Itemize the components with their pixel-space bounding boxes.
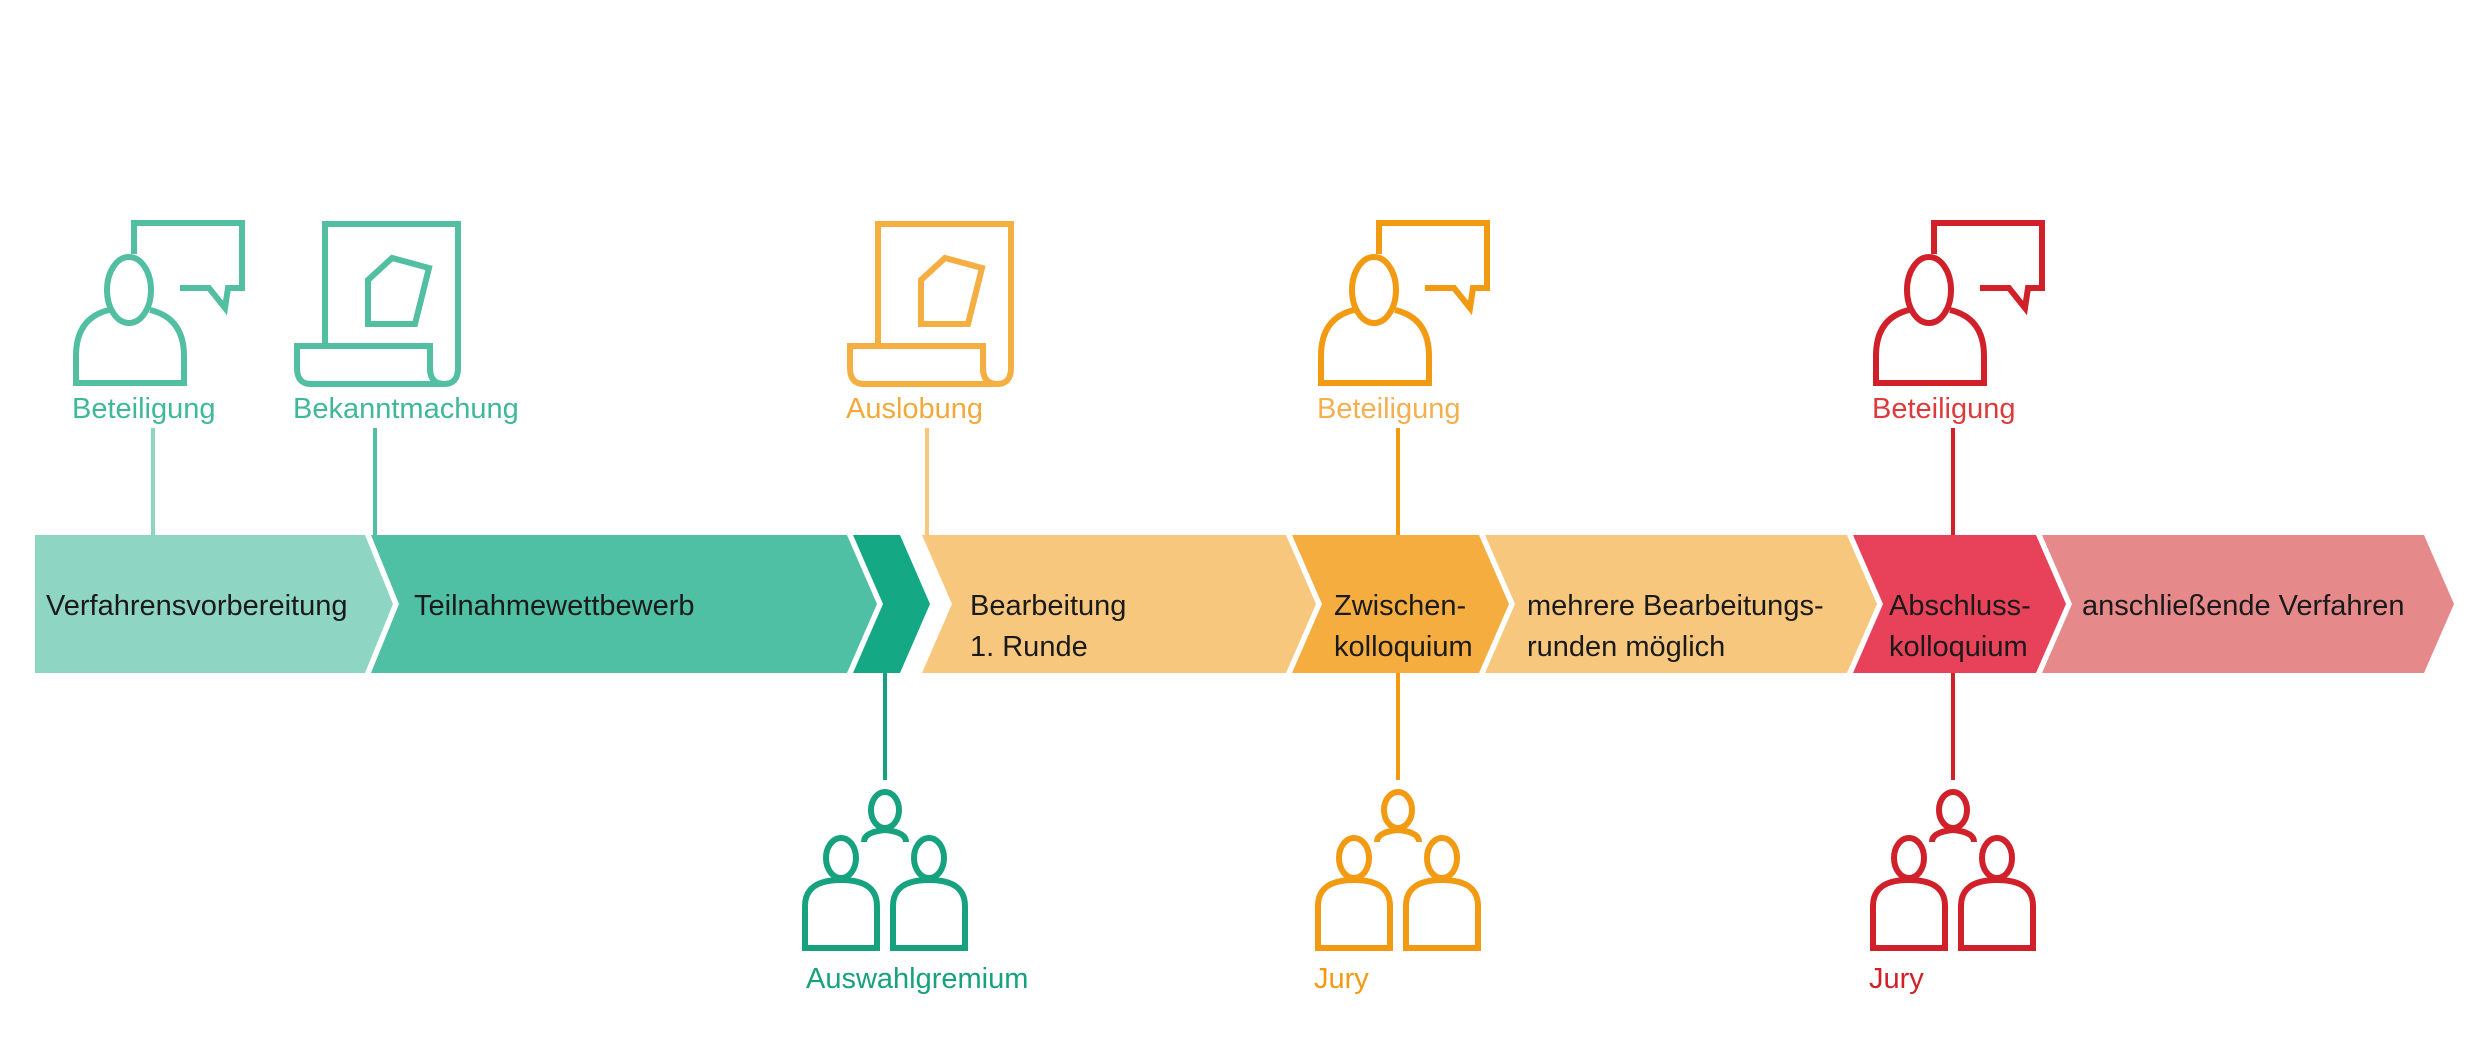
group-icon: [805, 792, 965, 948]
segment-label: mehrere Bearbeitungs-: [1527, 590, 1824, 622]
speech-person-icon: [1321, 223, 1487, 383]
icon-label-auslobung: Auslobung: [846, 393, 983, 425]
document-scroll-icon: [297, 224, 458, 384]
group-icon: [1318, 792, 1478, 948]
segment-label: Teilnahmewettbewerb: [414, 590, 694, 622]
segment-label: Zwischen-: [1334, 590, 1466, 622]
bottom-icon-labels: Auswahlgremium Jury Jury: [806, 963, 1924, 995]
icon-label-jury: Jury: [1869, 963, 1924, 995]
segment-labels: Verfahrensvorbereitung Teilnahmewettbewe…: [46, 590, 2404, 663]
connectors: [151, 428, 1955, 780]
process-bar: [35, 535, 2454, 673]
bottom-icons: [805, 792, 2033, 948]
segment-mehrere-bearbeitungsrunden: [1485, 535, 1877, 673]
icon-label-beteiligung: Beteiligung: [1872, 393, 2016, 425]
group-icon: [1873, 792, 2033, 948]
segment-label: kolloquium: [1889, 631, 2028, 663]
segment-label: runden möglich: [1527, 631, 1725, 663]
segment-label: kolloquium: [1334, 631, 1473, 663]
segment-abschlusskolloquium: [1853, 535, 2066, 673]
document-scroll-icon: [850, 224, 1011, 384]
icon-label-bekanntmachung: Bekanntmachung: [293, 393, 519, 425]
segment-label: anschließende Verfahren: [2082, 590, 2404, 622]
speech-person-icon: [76, 223, 242, 383]
segment-bearbeitung-1-runde: [922, 535, 1316, 673]
icon-label-beteiligung: Beteiligung: [72, 393, 216, 425]
segment-anschliessende-verfahren: [2042, 535, 2454, 673]
segment-label: Verfahrensvorbereitung: [46, 590, 347, 622]
segment-label: 1. Runde: [970, 631, 1088, 663]
segment-zwischenkolloquium: [1292, 535, 1509, 673]
icon-label-auswahlgremium: Auswahlgremium: [806, 963, 1028, 995]
segment-uebergang: [853, 535, 930, 673]
segment-verfahrensvorbereitung: [35, 535, 393, 673]
segment-label: Abschluss-: [1889, 590, 2031, 622]
speech-person-icon: [1876, 223, 2042, 383]
top-icon-labels: Beteiligung Bekanntmachung Auslobung Bet…: [72, 393, 2016, 425]
top-icons: [76, 223, 2042, 384]
segment-label: Bearbeitung: [970, 590, 1126, 622]
segment-teilnahmewettbewerb: [371, 535, 877, 673]
icon-label-jury: Jury: [1314, 963, 1369, 995]
icon-label-beteiligung: Beteiligung: [1317, 393, 1461, 425]
